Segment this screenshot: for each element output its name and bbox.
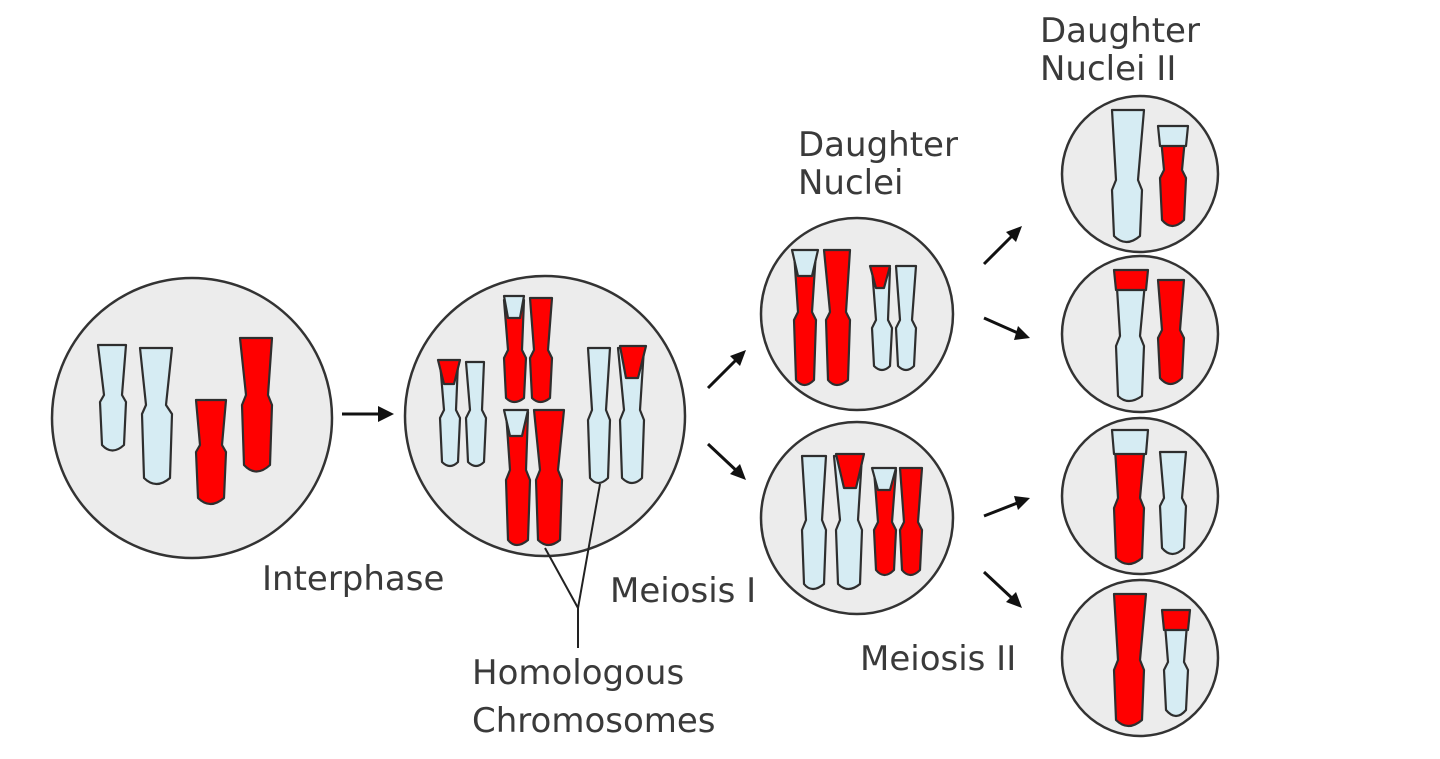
arrow-to-daughter-bottom: [706, 442, 746, 480]
label-homologous-chromosomes: Homologous Chromosomes: [472, 654, 716, 740]
chromosome-blue-short: [96, 343, 128, 452]
label-daughter-nuclei-line1: Daughter: [798, 125, 958, 165]
large-homolog-red-top: [502, 294, 554, 404]
daughter-nucleus-bottom: [759, 420, 955, 616]
label-daughter-nuclei-ii: Daughter Nuclei II: [1040, 12, 1200, 88]
chromosome-red-short: [194, 398, 228, 506]
label-meiosis-1: Meiosis I: [610, 571, 757, 611]
label-homologous-line1: Homologous: [472, 653, 685, 693]
small-homolog-blue-left: [436, 358, 488, 468]
daughter-nucleus-ii-1: [1060, 94, 1220, 254]
label-homologous-line2: Chromosomes: [472, 701, 716, 742]
daughter-nucleus-ii-2: [1060, 254, 1220, 414]
daughter-nucleus-top: [759, 216, 955, 412]
arrows-to-daughter-nuclei-ii: [982, 226, 1030, 608]
homologous-pairing-cell: [403, 274, 687, 558]
label-daughter-nuclei-ii-line1: Daughter: [1040, 11, 1200, 51]
label-daughter-nuclei-line2: Nuclei: [798, 163, 904, 204]
small-homolog-blue-right: [586, 344, 648, 485]
chromosome-red-long: [238, 336, 274, 473]
arrow-to-daughter-top: [706, 350, 746, 390]
daughter-nucleus-ii-3: [1060, 416, 1220, 576]
arrow-to-meiosis: [342, 406, 394, 422]
homologous-leader-lines: [544, 483, 601, 648]
label-meiosis-2: Meiosis II: [860, 639, 1017, 679]
label-daughter-nuclei: Daughter Nuclei: [798, 126, 958, 202]
interphase-cell: [50, 276, 334, 560]
large-homolog-red-bottom: [502, 408, 566, 547]
daughter-nucleus-ii-4: [1060, 578, 1220, 738]
chromosome-blue-long: [138, 346, 174, 486]
label-interphase: Interphase: [262, 559, 445, 599]
label-daughter-nuclei-ii-line2: Nuclei II: [1040, 49, 1177, 90]
